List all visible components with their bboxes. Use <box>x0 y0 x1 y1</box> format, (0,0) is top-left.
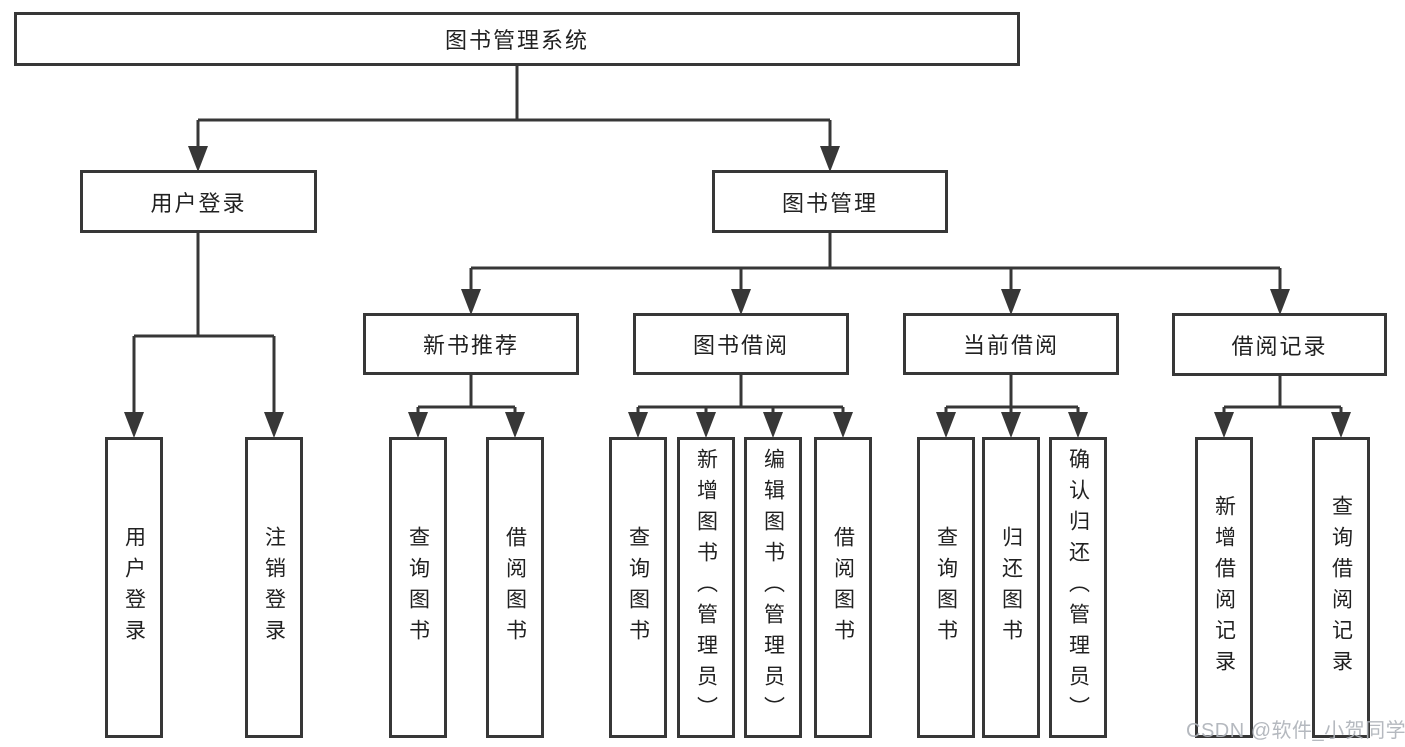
arrow-down-icon <box>1001 412 1021 438</box>
node-label: 借阅图书 <box>503 525 527 650</box>
node-new-book-recommendation: 新书推荐 <box>363 313 579 375</box>
node-logout-action: 注销登录 <box>245 437 303 738</box>
node-library-management-system: 图书管理系统 <box>14 12 1020 66</box>
arrow-down-icon <box>408 412 428 438</box>
watermark: CSDN @软件_小贺同学 <box>1186 720 1405 742</box>
node-records-add-borrow-record: 新增借阅记录 <box>1195 437 1253 738</box>
arrow-down-icon <box>936 412 956 438</box>
node-recommend-borrow-books: 借阅图书 <box>486 437 544 738</box>
arrow-down-icon <box>1068 412 1088 438</box>
node-user-login: 用户登录 <box>80 170 317 233</box>
arrow-down-icon <box>696 412 716 438</box>
node-current-query-books: 查询图书 <box>917 437 975 738</box>
node-borrowing-query-books: 查询图书 <box>609 437 667 738</box>
node-label: 当前借阅 <box>962 333 1059 358</box>
node-label: 确认归还（管理员） <box>1066 448 1090 727</box>
branch-rails <box>134 66 1341 409</box>
node-borrowing-add-books-admin: 新增图书（管理员） <box>677 437 735 738</box>
arrow-down-icon <box>505 412 525 438</box>
node-records-query-borrow-record: 查询借阅记录 <box>1312 437 1370 738</box>
arrow-down-icon <box>124 412 144 438</box>
node-label: 借阅记录 <box>1231 333 1328 359</box>
node-label: 新增图书（管理员） <box>694 448 718 727</box>
node-label: 查询借阅记录 <box>1329 494 1353 681</box>
node-label: 查询图书 <box>406 525 430 650</box>
arrow-down-icon <box>763 412 783 438</box>
arrowhead-icons <box>124 146 1351 438</box>
node-label: 用户登录 <box>122 525 146 650</box>
node-user-login-action: 用户登录 <box>105 437 163 738</box>
node-recommend-query-books: 查询图书 <box>389 437 447 738</box>
arrow-down-icon <box>1331 412 1351 438</box>
node-current-return-books: 归还图书 <box>982 437 1040 738</box>
node-label: 查询图书 <box>626 525 650 650</box>
arrow-down-icon <box>264 412 284 438</box>
arrow-down-icon <box>1270 289 1290 315</box>
node-label: 借阅图书 <box>831 525 855 650</box>
node-label: 新书推荐 <box>422 333 519 358</box>
node-current-borrowing: 当前借阅 <box>903 313 1119 375</box>
arrow-down-icon <box>833 412 853 438</box>
node-book-borrowing: 图书借阅 <box>633 313 849 375</box>
node-borrowing-edit-books-admin: 编辑图书（管理员） <box>744 437 802 738</box>
node-label: 归还图书 <box>999 525 1023 650</box>
node-label: 用户登录 <box>150 190 247 216</box>
node-label: 编辑图书（管理员） <box>761 448 785 727</box>
node-label: 图书借阅 <box>692 333 789 358</box>
node-label: 图书管理系统 <box>444 28 589 53</box>
node-label: 注销登录 <box>262 525 286 650</box>
node-borrowing-records: 借阅记录 <box>1172 313 1387 376</box>
node-current-confirm-return-admin: 确认归还（管理员） <box>1049 437 1107 738</box>
node-borrowing-borrow-books: 借阅图书 <box>814 437 872 738</box>
node-book-management: 图书管理 <box>712 170 948 233</box>
arrow-down-icon <box>1001 289 1021 315</box>
node-label: 新增借阅记录 <box>1212 494 1236 681</box>
arrow-down-icon <box>628 412 648 438</box>
arrow-down-icon <box>188 146 208 172</box>
node-label: 图书管理 <box>781 190 878 216</box>
arrow-down-icon <box>731 289 751 315</box>
arrow-down-icon <box>461 289 481 315</box>
node-label: 查询图书 <box>934 525 958 650</box>
arrow-down-icon <box>1214 412 1234 438</box>
arrow-down-icon <box>820 146 840 172</box>
